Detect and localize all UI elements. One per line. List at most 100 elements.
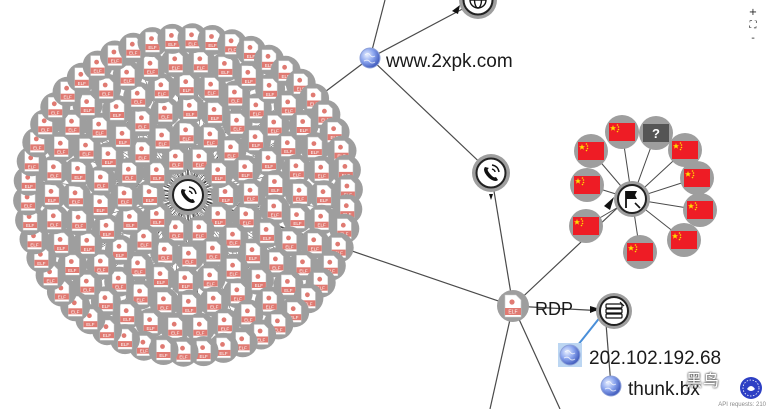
elf-badge: ELF: [25, 184, 34, 189]
country-flag-node[interactable]: [605, 115, 639, 149]
elf-node[interactable]: ELF: [306, 204, 337, 235]
elf-badge: ELF: [311, 150, 320, 155]
zoom-in-button[interactable]: +: [748, 7, 758, 18]
globe-node-top[interactable]: [459, 0, 497, 19]
elf-badge: ELF: [207, 140, 216, 145]
elf-file-icon: ELF: [176, 341, 191, 362]
elf-node[interactable]: ELF: [16, 146, 47, 177]
phone-node[interactable]: [472, 154, 510, 192]
elf-node[interactable]: ELF: [174, 289, 205, 320]
unknown-country-node[interactable]: ?: [639, 116, 673, 150]
elf-node-rdp[interactable]: ELF: [497, 290, 529, 322]
elf-node[interactable]: ELF: [136, 51, 166, 82]
elf-node[interactable]: ELF: [282, 203, 313, 234]
elf-node[interactable]: ELF: [91, 73, 122, 104]
elf-node[interactable]: ELF: [85, 190, 116, 220]
elf-node[interactable]: ELF: [285, 68, 316, 99]
elf-node[interactable]: ELF: [160, 47, 191, 78]
elf-node[interactable]: ELF: [259, 194, 290, 225]
elf-node[interactable]: ELF: [203, 158, 234, 189]
domain-node[interactable]: [359, 47, 381, 69]
country-flag-node[interactable]: [569, 209, 603, 243]
elf-node[interactable]: ELF: [150, 96, 181, 127]
elf-node[interactable]: ELF: [127, 106, 158, 137]
fit-screen-button[interactable]: ⛶: [749, 20, 757, 31]
elf-node[interactable]: ELF: [185, 312, 216, 343]
ip-node[interactable]: [559, 344, 581, 366]
elf-node[interactable]: ELF: [273, 131, 304, 162]
elf-node[interactable]: ELF: [200, 97, 230, 128]
elf-node[interactable]: ELF: [61, 181, 91, 212]
elf-node[interactable]: ELF: [236, 178, 266, 209]
elf-file-icon: ELF: [238, 159, 253, 181]
elf-node[interactable]: ELF: [110, 181, 140, 212]
elf-node[interactable]: ELF: [64, 205, 95, 236]
country-flag-node[interactable]: [668, 133, 702, 167]
elf-node[interactable]: ELF: [160, 312, 191, 343]
phone-call-icon: [484, 164, 500, 181]
elf-file-icon: ELF: [71, 161, 86, 183]
elf-node[interactable]: ELF: [148, 335, 179, 365]
elf-badge: ELF: [310, 102, 319, 107]
elf-node[interactable]: ELF: [146, 262, 176, 293]
phone-hub-node[interactable]: [168, 175, 208, 215]
elf-badge: ELF: [37, 261, 46, 266]
elf-node[interactable]: ELF: [285, 178, 315, 209]
elf-node[interactable]: ELF: [37, 179, 67, 210]
elf-node[interactable]: ELF: [72, 228, 103, 259]
elf-node[interactable]: ELF: [63, 156, 94, 187]
elf-node[interactable]: ELF: [30, 109, 61, 140]
elf-badge: ELF: [123, 79, 132, 84]
elf-node[interactable]: ELF: [175, 93, 206, 124]
elf-node[interactable]: ELF: [218, 253, 249, 284]
elf-node[interactable]: ELF: [170, 266, 201, 297]
elf-node[interactable]: ELF: [196, 72, 227, 103]
elf-node[interactable]: ELF: [260, 170, 291, 200]
elf-file-icon: ELF: [143, 56, 159, 77]
elf-node[interactable]: ELF: [281, 154, 312, 185]
elf-node[interactable]: ELF: [185, 47, 216, 78]
elf-node[interactable]: ELF: [171, 70, 202, 101]
country-flag-node[interactable]: [623, 235, 657, 269]
elf-file-icon: ELF: [92, 117, 107, 138]
elf-node[interactable]: ELF: [309, 180, 339, 211]
elf-badge: ELF: [188, 41, 197, 46]
elf-node[interactable]: ELF: [210, 308, 240, 339]
flag-hub-node[interactable]: [614, 181, 650, 217]
elf-badge: ELF: [134, 269, 143, 274]
elf-badge: ELF: [158, 91, 167, 96]
elf-node[interactable]: ELF: [195, 263, 226, 294]
elf-node[interactable]: ELF: [112, 299, 143, 330]
china-flag-icon: [672, 141, 698, 159]
dns-node[interactable]: [600, 375, 622, 397]
country-flag-node[interactable]: [570, 168, 604, 202]
elf-node[interactable]: ELF: [306, 155, 337, 186]
arrowhead-flag: [604, 197, 614, 210]
country-flag-node[interactable]: [680, 161, 714, 195]
country-flag-ring[interactable]: ?: [569, 115, 717, 269]
elf-node[interactable]: ELF: [198, 236, 229, 267]
country-flag-node[interactable]: [667, 223, 701, 257]
country-flag-node[interactable]: [683, 193, 717, 227]
server-node[interactable]: [596, 293, 632, 329]
elf-node[interactable]: ELF: [230, 155, 261, 186]
elf-node[interactable]: ELF: [39, 204, 70, 235]
elf-badge: ELF: [508, 310, 517, 316]
china-flag-icon: [671, 231, 697, 249]
elf-node[interactable]: ELF: [86, 165, 117, 196]
elf-badge: ELF: [271, 129, 280, 134]
watermark-text: 黑鸟: [685, 371, 720, 390]
elf-node[interactable]: ELF: [174, 241, 205, 272]
elf-node[interactable]: ELF: [147, 123, 178, 154]
country-flag-node[interactable]: [574, 134, 608, 168]
elf-node[interactable]: ELF: [135, 308, 166, 339]
elf-node[interactable]: ELF: [115, 204, 146, 235]
zoom-out-button[interactable]: -: [751, 33, 755, 44]
elf-node[interactable]: ELF: [171, 118, 202, 149]
elf-node[interactable]: ELF: [39, 155, 70, 186]
elf-badge: ELF: [243, 220, 252, 225]
elf-node[interactable]: ELF: [210, 51, 241, 82]
